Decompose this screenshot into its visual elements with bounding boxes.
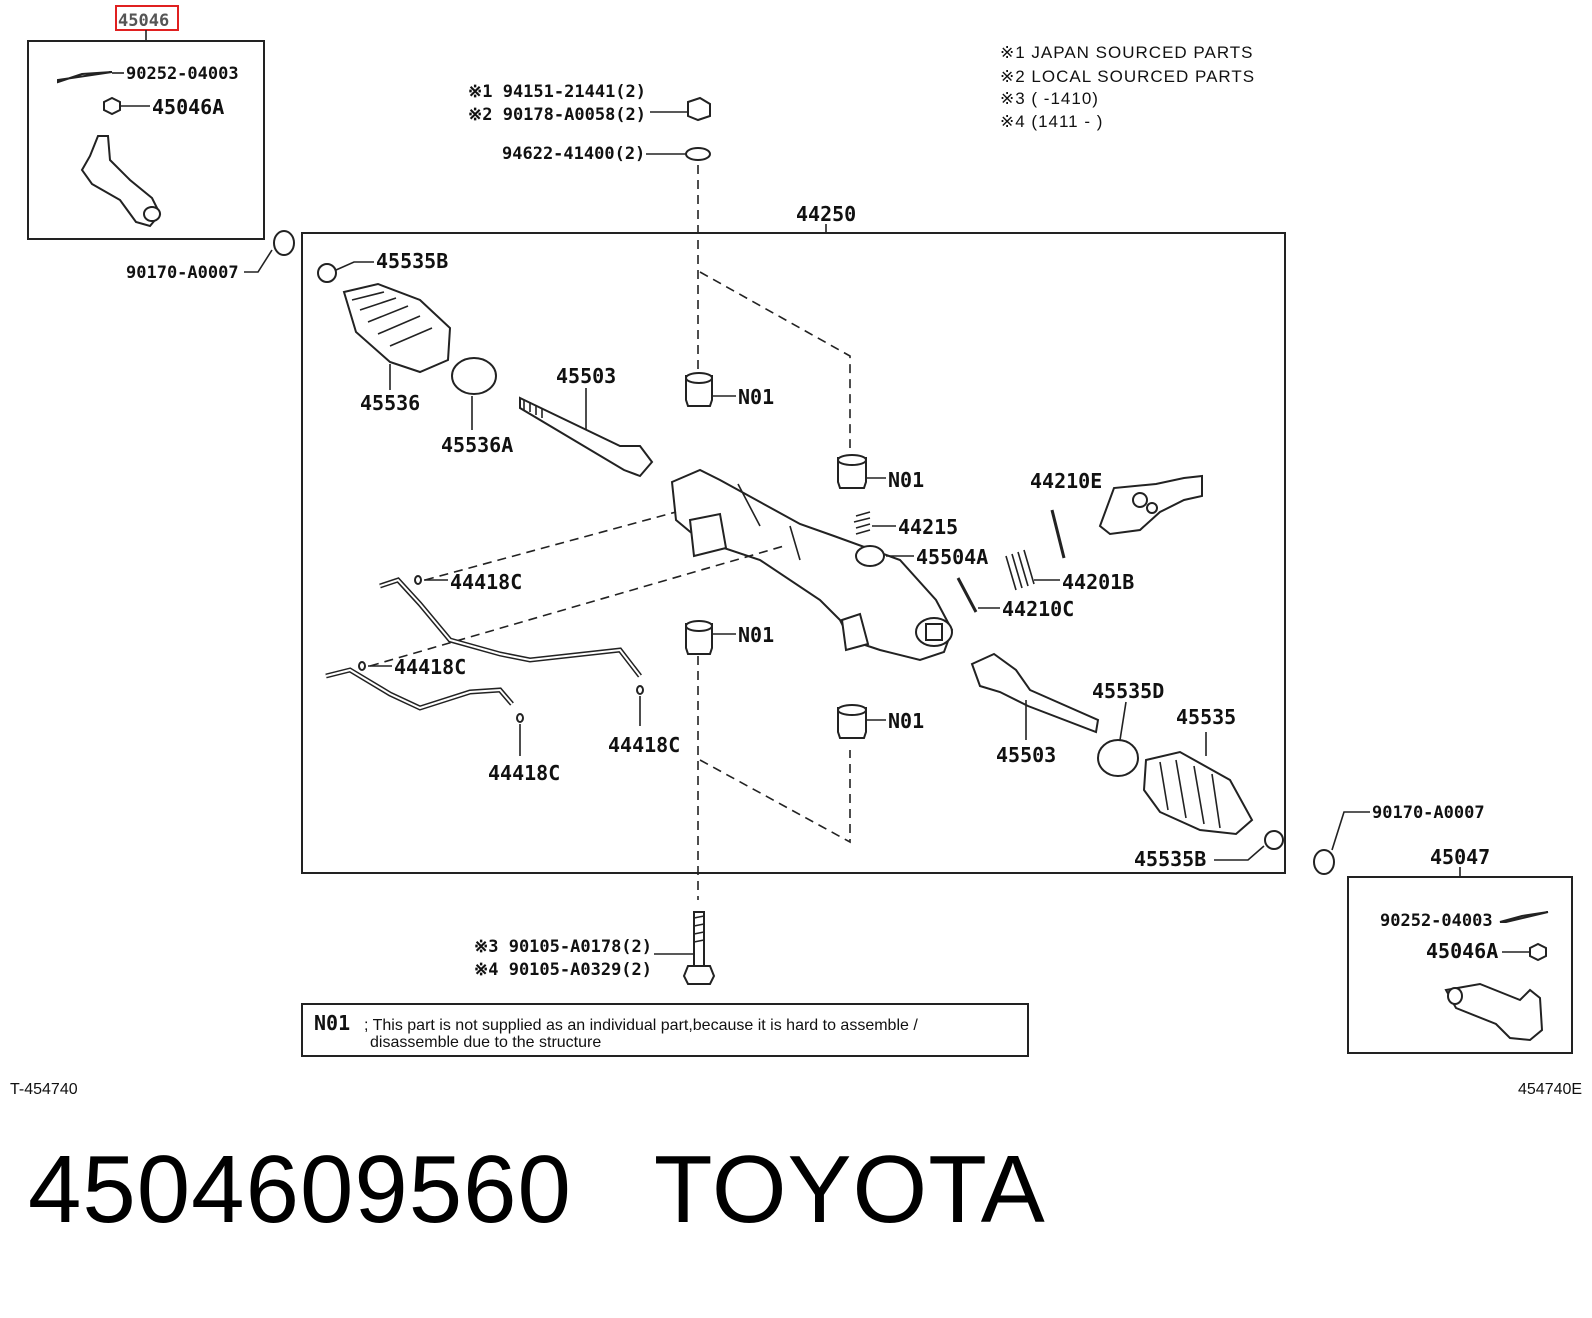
legend-note-4: ※4 (1411 - ) [1000,112,1103,131]
nut-top [687,96,711,122]
label-n01-c[interactable]: N01 [738,623,774,647]
clamp-45536a [451,357,497,395]
nut-90170-right [1313,849,1335,875]
label-44250[interactable]: 44250 [796,202,856,226]
cotter-pin-right [1499,911,1549,923]
spring-44215 [853,511,871,535]
oring-44210e [1050,509,1066,559]
label-90252-left[interactable]: 90252-04003 [126,64,239,84]
castle-nut-right [1529,942,1547,962]
label-n01-d[interactable]: N01 [888,709,924,733]
highlighted-part-label[interactable]: 45046 [118,11,169,31]
label-90105-b[interactable]: ※4 90105-A0329(2) [474,960,652,980]
washer-top [685,147,711,161]
legend-note-2: ※2 LOCAL SOURCED PARTS [1000,67,1255,86]
label-45047[interactable]: 45047 [1430,845,1490,869]
brand-title: TOYOTA [653,1136,1046,1243]
tie-rod-end-right [1444,982,1544,1042]
label-45503-bot[interactable]: 45503 [996,743,1056,767]
tie-rod-45503-left [519,396,654,478]
bolt-90105 [693,911,705,967]
label-94622[interactable]: 94622-41400(2) [502,144,645,164]
steering-rack-box [301,232,1286,874]
part-number-title: 4504609560 [28,1136,572,1243]
label-45536[interactable]: 45536 [360,391,420,415]
label-45535b-bot[interactable]: 45535B [1134,847,1206,871]
rack-housing [670,468,954,662]
label-44215[interactable]: 44215 [898,515,958,539]
label-n01-a[interactable]: N01 [738,385,774,409]
highlight-frame [115,5,179,31]
n01-note-tag: N01 [314,1011,350,1035]
legend-note-1: ※1 JAPAN SOURCED PARTS [1000,43,1254,62]
clamp-45535b-left [317,263,337,283]
clamp-45535b-right [1264,830,1284,850]
label-44418c-d[interactable]: 44418C [488,761,560,785]
label-44210c[interactable]: 44210C [1002,597,1074,621]
cotter-pin-left [57,71,113,84]
label-45503-top[interactable]: 45503 [556,364,616,388]
label-45535b-top[interactable]: 45535B [376,249,448,273]
footer-right-code: 454740E [1518,1081,1582,1098]
label-45504a[interactable]: 45504A [916,545,988,569]
label-90252-right[interactable]: 90252-04003 [1380,911,1493,931]
label-90170-left[interactable]: 90170-A0007 [126,263,239,283]
clamp-45535d [1097,739,1139,777]
label-45535[interactable]: 45535 [1176,705,1236,729]
label-44210e[interactable]: 44210E [1030,469,1102,493]
nut-90170-left [273,230,295,256]
castle-nut-left [103,96,121,116]
oring-44210c [956,577,978,613]
legend-note-3: ※3 ( -1410) [1000,89,1099,108]
n01-note-box [301,1003,1029,1057]
label-45535d[interactable]: 45535D [1092,679,1164,703]
seal-45504a [855,545,885,567]
label-90105-a[interactable]: ※3 90105-A0178(2) [474,937,652,957]
label-44418c-b[interactable]: 44418C [394,655,466,679]
label-45046a-right[interactable]: 45046A [1426,939,1498,963]
footer-left-code: T-454740 [10,1081,78,1098]
page-title: 4504609560 TOYOTA [28,1135,1046,1245]
n01-note-line2: disassemble due to the structure [370,1034,601,1051]
boot-45536 [342,282,452,374]
label-44201b[interactable]: 44201B [1062,570,1134,594]
n01-note-line1: ; This part is not supplied as an indivi… [364,1017,918,1034]
label-45046a-left[interactable]: 45046A [152,95,224,119]
seal-set-44201b [1005,549,1035,591]
label-44418c-c[interactable]: 44418C [608,733,680,757]
tie-rod-end-left [80,135,162,228]
label-45536a[interactable]: 45536A [441,433,513,457]
label-94151[interactable]: ※1 94151-21441(2) [468,82,646,102]
label-44418c-a[interactable]: 44418C [450,570,522,594]
label-90178[interactable]: ※2 90178-A0058(2) [468,105,646,125]
label-90170-right[interactable]: 90170-A0007 [1372,803,1485,823]
label-n01-b[interactable]: N01 [888,468,924,492]
tie-rod-45503-right [970,652,1100,734]
